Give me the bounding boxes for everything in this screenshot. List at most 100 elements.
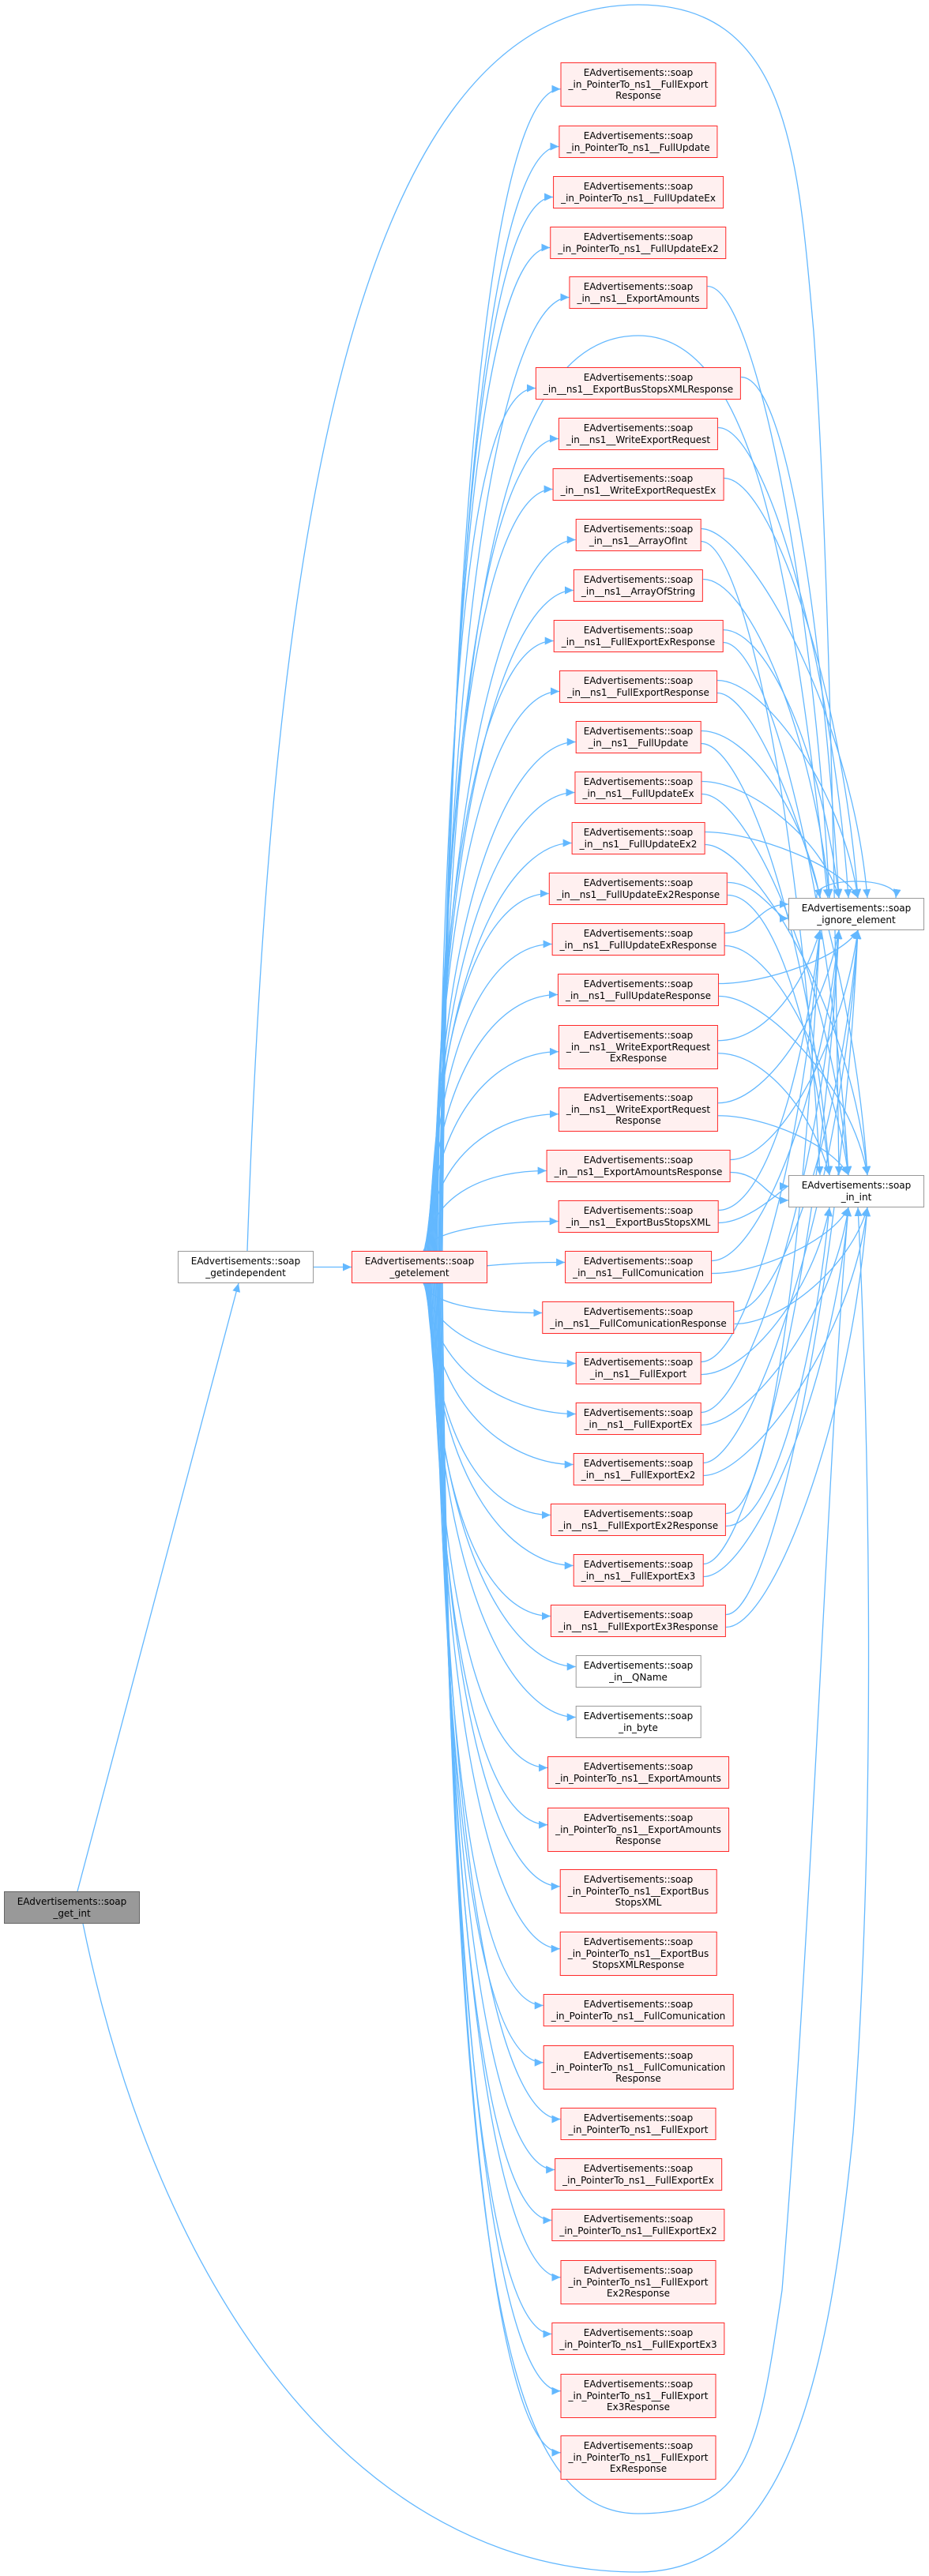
edge-getelement-to-m20 xyxy=(424,1110,559,1252)
edge-getelement-to-m32 xyxy=(429,1282,576,1722)
node-m1[interactable]: EAdvertisements::soap _in_PointerTo_ns1_… xyxy=(560,62,716,107)
edge-m23-to-in-int xyxy=(711,1207,849,1275)
node-m45[interactable]: EAdvertisements::soap _in_PointerTo_ns1_… xyxy=(560,2435,716,2480)
edge-m12-to-ignore-element xyxy=(716,679,861,899)
node-m31[interactable]: EAdvertisements::soap _in__QName xyxy=(575,1655,701,1688)
node-m27[interactable]: EAdvertisements::soap _in__ns1__FullExpo… xyxy=(573,1453,704,1485)
edge-getelement-to-m36 xyxy=(433,1282,560,1953)
node-m5[interactable]: EAdvertisements::soap _in__ns1__ExportAm… xyxy=(569,276,708,309)
edge-get-int-to-in-int xyxy=(82,1207,870,2573)
node-m4[interactable]: EAdvertisements::soap _in_PointerTo_ns1_… xyxy=(550,227,727,259)
node-m18[interactable]: EAdvertisements::soap _in__ns1__FullUpda… xyxy=(557,974,720,1006)
edge-getelement-to-m39 xyxy=(436,1282,561,2124)
node-m12[interactable]: EAdvertisements::soap _in__ns1__FullExpo… xyxy=(559,670,717,703)
node-get-int[interactable]: EAdvertisements::soap _get_int xyxy=(4,1891,140,1924)
node-m44[interactable]: EAdvertisements::soap _in_PointerTo_ns1_… xyxy=(560,2374,716,2418)
edge-m30-to-in-int xyxy=(726,1207,871,1628)
node-m41[interactable]: EAdvertisements::soap _in_PointerTo_ns1_… xyxy=(551,2209,725,2241)
edge-getelement-to-m4 xyxy=(438,243,551,1252)
node-m11[interactable]: EAdvertisements::soap _in__ns1__FullExpo… xyxy=(553,620,724,652)
edge-m11-to-ignore-element xyxy=(723,629,842,899)
edge-getelement-to-m2 xyxy=(441,142,559,1252)
edge-m15-to-in-int xyxy=(705,843,871,1176)
node-m7[interactable]: EAdvertisements::soap _in__ns1__WriteExp… xyxy=(558,418,719,450)
node-in-int[interactable]: EAdvertisements::soap _in_int xyxy=(788,1175,924,1207)
node-m22[interactable]: EAdvertisements::soap _in__ns1__ExportBu… xyxy=(558,1200,719,1233)
edge-getelement-to-m16 xyxy=(428,889,549,1252)
edge-getelement-to-m19 xyxy=(425,1047,559,1252)
node-m9[interactable]: EAdvertisements::soap _in__ns1__ArrayOfI… xyxy=(575,519,701,551)
edge-m6-to-ignore-element xyxy=(741,376,843,899)
edge-getelement-to-m45 xyxy=(442,1282,561,2457)
node-m17[interactable]: EAdvertisements::soap _in__ns1__FullUpda… xyxy=(551,923,725,956)
edge-m24-to-in-int xyxy=(734,1207,869,1325)
edge-getelement-to-m1 xyxy=(442,84,561,1252)
node-m29[interactable]: EAdvertisements::soap _in__ns1__FullExpo… xyxy=(573,1554,704,1587)
node-m26[interactable]: EAdvertisements::soap _in__ns1__FullExpo… xyxy=(575,1403,701,1435)
edge-m20-to-in-int xyxy=(718,1115,849,1176)
edge-m28-to-in-int xyxy=(726,1207,833,1527)
edge-m19-to-in-int xyxy=(718,1053,832,1176)
edge-m7-to-ignore-element xyxy=(718,426,852,899)
node-getelement[interactable]: EAdvertisements::soap _getelement xyxy=(352,1251,487,1283)
node-m15[interactable]: EAdvertisements::soap _in__ns1__FullUpda… xyxy=(571,822,705,854)
edge-getelement-to-m17 xyxy=(427,940,552,1252)
node-m2[interactable]: EAdvertisements::soap _in_PointerTo_ns1_… xyxy=(559,126,718,158)
node-m34[interactable]: EAdvertisements::soap _in_PointerTo_ns1_… xyxy=(547,1808,729,1852)
edge-getelement-to-m44 xyxy=(441,1282,561,2395)
node-m37[interactable]: EAdvertisements::soap _in_PointerTo_ns1_… xyxy=(543,1994,734,2026)
edge-getelement-to-m24 xyxy=(423,1282,543,1317)
node-m28[interactable]: EAdvertisements::soap _in__ns1__FullExpo… xyxy=(550,1504,727,1536)
edge-m19-to-ignore-element xyxy=(718,929,822,1042)
edge-getelement-to-m8 xyxy=(434,485,553,1252)
edge-getelement-to-m38 xyxy=(435,1282,543,2067)
node-getindependent[interactable]: EAdvertisements::soap _getindependent xyxy=(178,1251,314,1283)
edge-m24-to-ignore-element xyxy=(734,929,862,1312)
edge-getelement-to-m3 xyxy=(440,193,554,1252)
edge-getindependent-to-in-int xyxy=(246,4,843,1252)
node-m24[interactable]: EAdvertisements::soap _in__ns1__FullComu… xyxy=(542,1301,735,1334)
edge-m20-to-ignore-element xyxy=(718,929,841,1104)
node-m6[interactable]: EAdvertisements::soap _in__ns1__ExportBu… xyxy=(535,367,742,400)
node-m42[interactable]: EAdvertisements::soap _in_PointerTo_ns1_… xyxy=(560,2260,716,2304)
node-m21[interactable]: EAdvertisements::soap _in__ns1__ExportAm… xyxy=(546,1150,731,1182)
node-ignore-element[interactable]: EAdvertisements::soap _ignore_element xyxy=(788,898,924,930)
node-m20[interactable]: EAdvertisements::soap _in__ns1__WriteExp… xyxy=(558,1087,719,1132)
node-m10[interactable]: EAdvertisements::soap _in__ns1__ArrayOfS… xyxy=(573,569,704,602)
edge-getelement-to-m34 xyxy=(431,1282,548,1829)
edge-m17-to-in-int xyxy=(724,944,852,1176)
edge-m22-to-in-int xyxy=(718,1182,789,1224)
node-m14[interactable]: EAdvertisements::soap _in__ns1__FullUpda… xyxy=(574,772,702,804)
edge-m8-to-ignore-element xyxy=(724,477,862,899)
edge-m17-to-ignore-element xyxy=(724,900,789,934)
node-m36[interactable]: EAdvertisements::soap _in_PointerTo_ns1_… xyxy=(559,1932,717,1976)
node-m23[interactable]: EAdvertisements::soap _in__ns1__FullComu… xyxy=(565,1251,712,1283)
edge-getelement-to-m30 xyxy=(427,1282,551,1620)
edge-getelement-to-m42 xyxy=(438,1282,561,2281)
node-m3[interactable]: EAdvertisements::soap _in_PointerTo_ns1_… xyxy=(553,176,724,208)
edge-getelement-to-m18 xyxy=(427,990,558,1252)
node-m40[interactable]: EAdvertisements::soap _in_PointerTo_ns1_… xyxy=(555,2158,722,2191)
node-m13[interactable]: EAdvertisements::soap _in__ns1__FullUpda… xyxy=(575,721,701,753)
node-m25[interactable]: EAdvertisements::soap _in__ns1__FullExpo… xyxy=(575,1352,701,1384)
edge-m9-to-ignore-element xyxy=(701,528,871,899)
node-m19[interactable]: EAdvertisements::soap _in__ns1__WriteExp… xyxy=(558,1025,719,1069)
edge-ignore-element-to-ignore-element xyxy=(816,881,901,899)
edge-get-int-to-getindependent xyxy=(77,1282,241,1892)
node-m16[interactable]: EAdvertisements::soap _in__ns1__FullUpda… xyxy=(548,873,728,905)
edge-m25-to-in-int xyxy=(701,1207,832,1376)
edge-m29-to-ignore-element xyxy=(703,929,843,1565)
node-m39[interactable]: EAdvertisements::soap _in_PointerTo_ns1_… xyxy=(560,2108,716,2140)
node-m32[interactable]: EAdvertisements::soap _in_byte xyxy=(575,1706,701,1738)
node-m30[interactable]: EAdvertisements::soap _in__ns1__FullExpo… xyxy=(550,1605,727,1637)
node-m35[interactable]: EAdvertisements::soap _in_PointerTo_ns1_… xyxy=(559,1869,717,1913)
edge-m15-to-ignore-element xyxy=(705,831,859,899)
node-m8[interactable]: EAdvertisements::soap _in__ns1__WriteExp… xyxy=(552,468,724,501)
node-m33[interactable]: EAdvertisements::soap _in_PointerTo_ns1_… xyxy=(547,1756,729,1789)
node-m38[interactable]: EAdvertisements::soap _in_PointerTo_ns1_… xyxy=(543,2045,734,2090)
edge-m13-to-in-int xyxy=(701,742,833,1176)
edge-getelement-to-m33 xyxy=(431,1282,548,1772)
node-m43[interactable]: EAdvertisements::soap _in_PointerTo_ns1_… xyxy=(551,2323,725,2355)
